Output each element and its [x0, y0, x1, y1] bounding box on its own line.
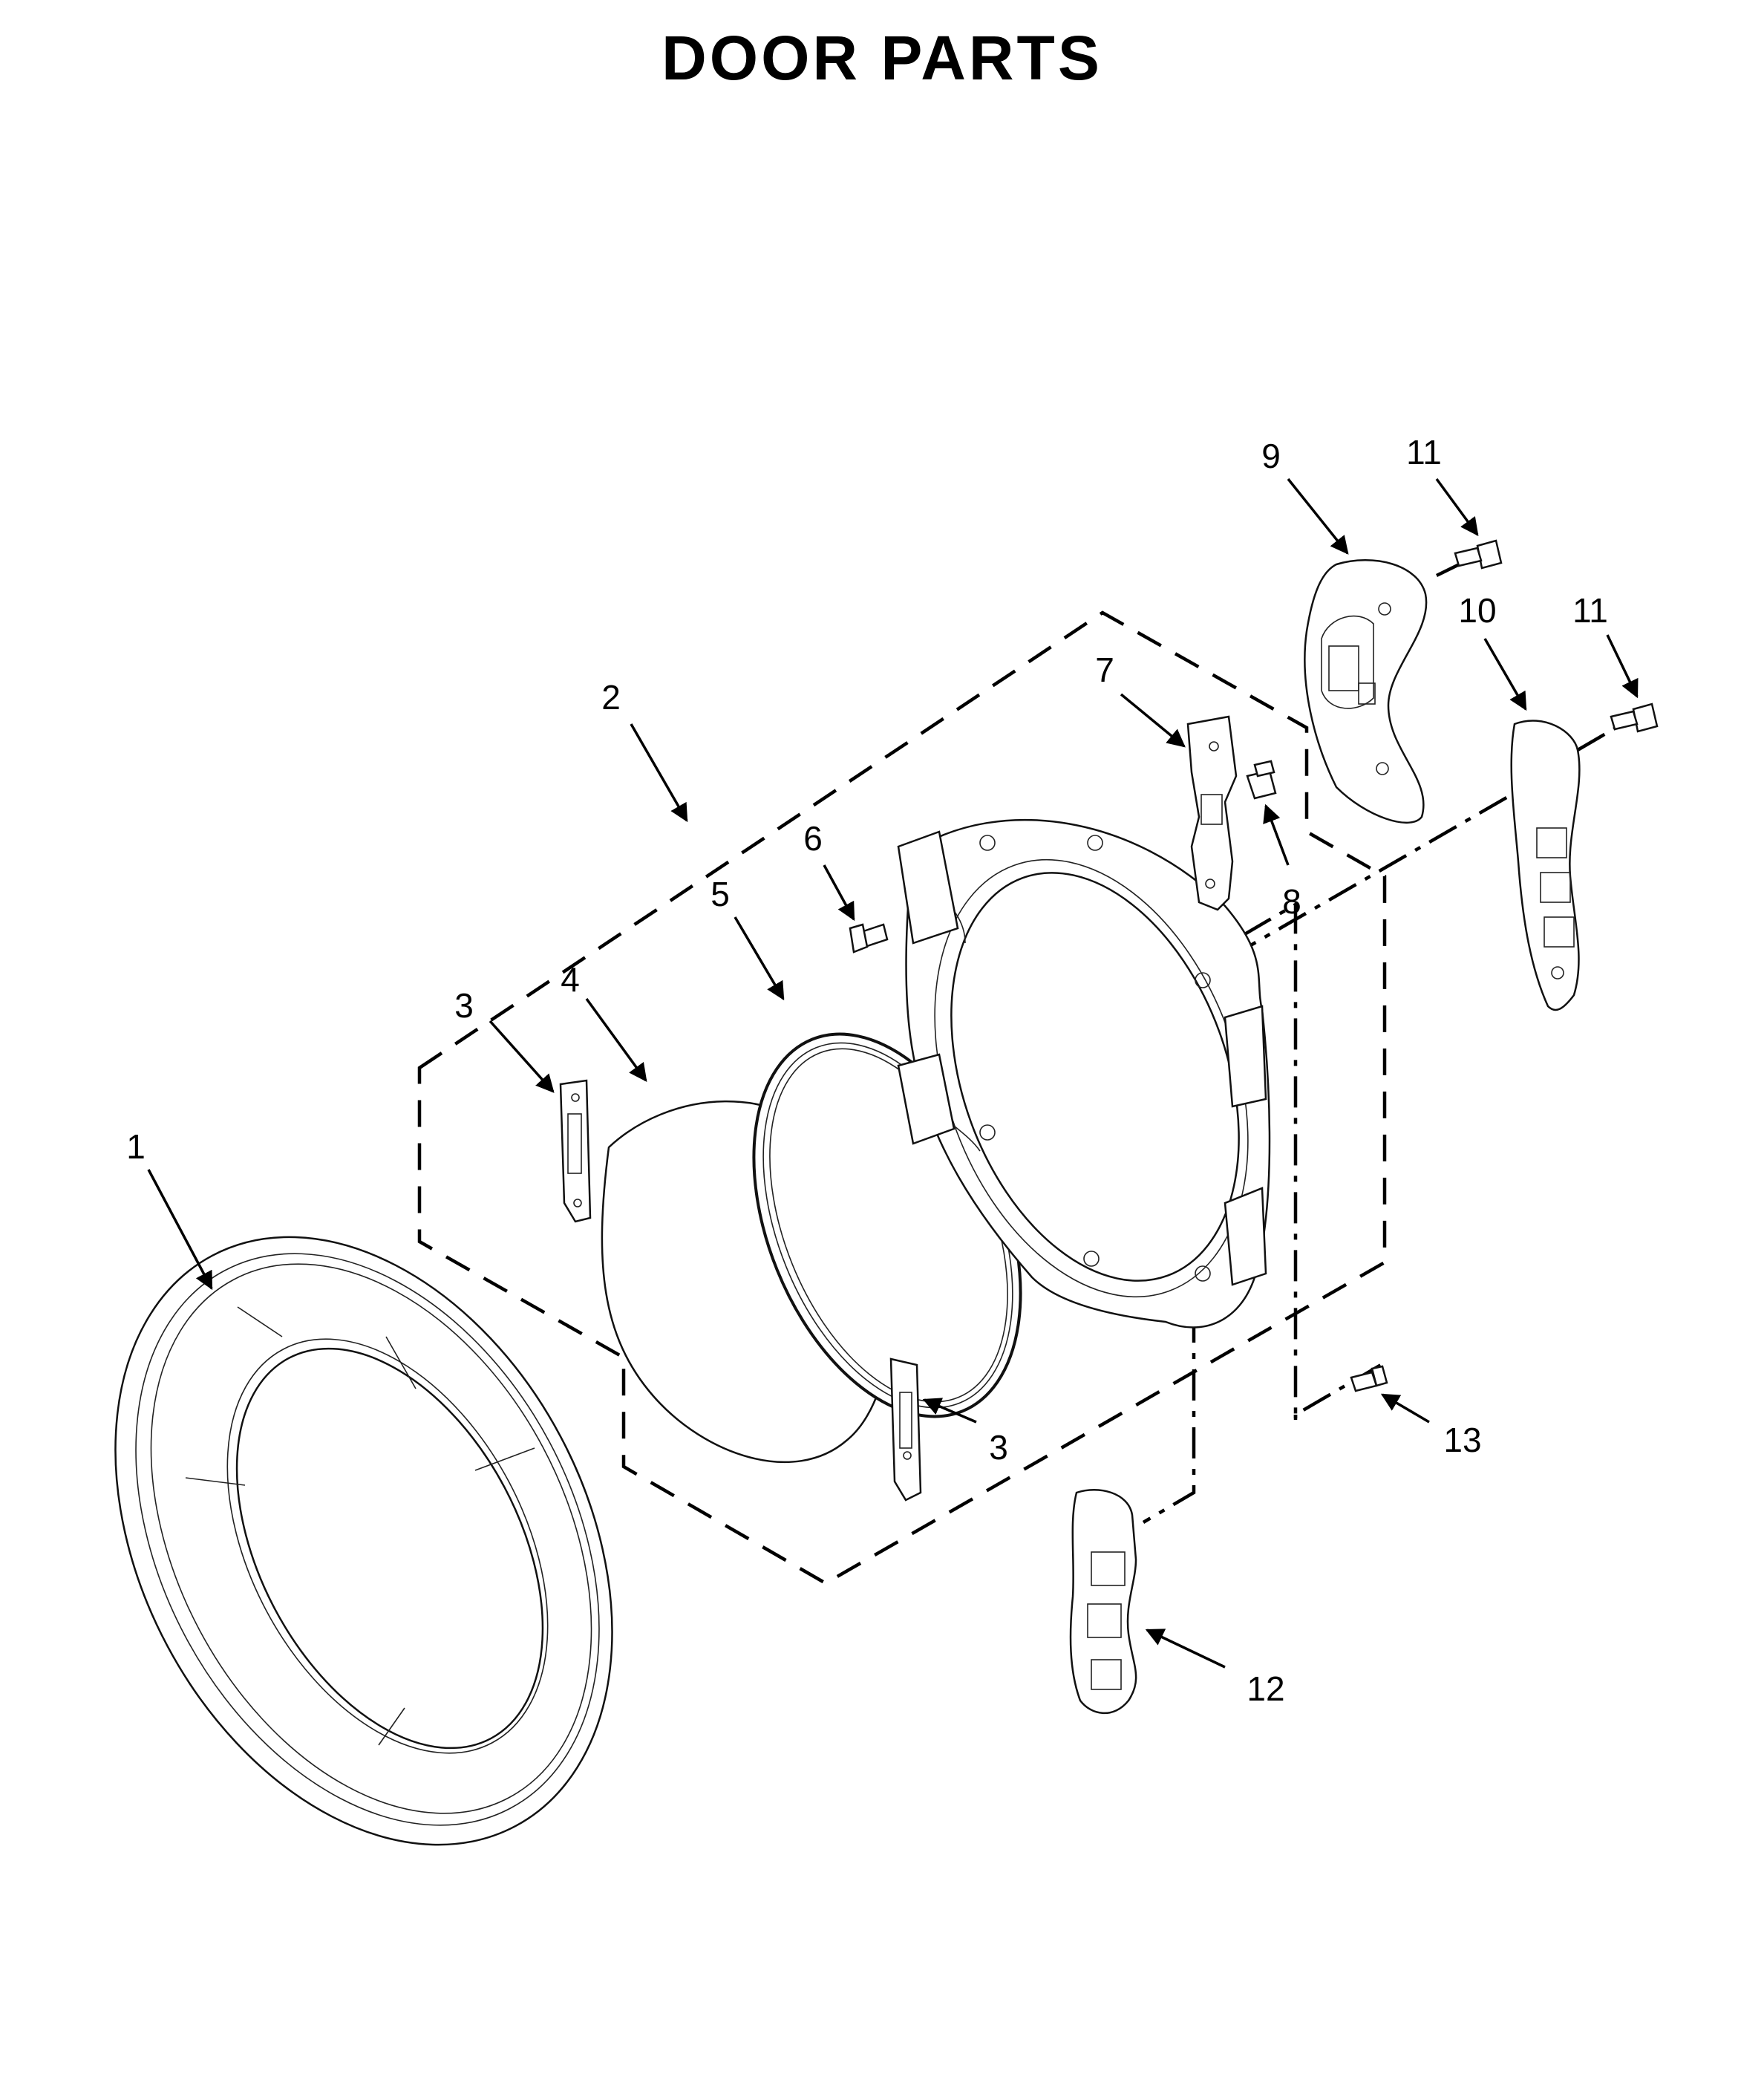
- part-3-bracket-upper: [559, 1079, 592, 1223]
- part-3-bracket-lower: [889, 1357, 922, 1502]
- callout-5: 5: [710, 875, 730, 913]
- callout-12: 12: [1247, 1669, 1284, 1708]
- leader-2: [630, 723, 688, 823]
- part-12-hinge: [1069, 1489, 1137, 1715]
- callout-7: 7: [1095, 651, 1114, 689]
- leader-7: [1120, 693, 1186, 748]
- callout-4: 4: [561, 960, 580, 999]
- part-13-screw: [1350, 1365, 1388, 1392]
- callout-3-lower: 3: [989, 1428, 1008, 1467]
- callout-8: 8: [1282, 882, 1301, 921]
- leader-3-lower: [922, 1398, 977, 1424]
- part-1-outer-door: [114, 1236, 613, 1846]
- page-title: DOOR PARTS: [662, 23, 1102, 93]
- part-2-inner-door-frame: [897, 818, 1271, 1329]
- leader-4: [585, 997, 647, 1082]
- part-8-clip: [1246, 760, 1277, 800]
- callout-3-upper: 3: [454, 986, 474, 1025]
- leader-11-upper: [1435, 477, 1479, 536]
- callout-10: 10: [1458, 591, 1496, 630]
- leader-11-lower: [1606, 634, 1639, 699]
- leader-5: [734, 916, 785, 1001]
- callout-9: 9: [1261, 437, 1281, 475]
- part-7-latch-plate: [1186, 715, 1238, 911]
- callout-13: 13: [1443, 1421, 1481, 1459]
- part-11-screw-lower: [1610, 703, 1659, 733]
- part-11-screw-upper: [1454, 539, 1503, 570]
- leader-8: [1263, 803, 1290, 866]
- leader-9: [1287, 477, 1349, 555]
- leader-10: [1483, 638, 1527, 711]
- leader-12: [1145, 1629, 1226, 1669]
- callout-11-lower: 11: [1572, 591, 1608, 630]
- leader-13: [1380, 1393, 1430, 1424]
- part-6-screw: [849, 923, 889, 954]
- part-9-handle-cover: [1304, 559, 1428, 824]
- callout-1: 1: [126, 1127, 146, 1166]
- leader-3-upper: [489, 1020, 555, 1093]
- leader-1: [147, 1169, 213, 1291]
- leader-6: [823, 864, 855, 922]
- screw-11-guide-line: [1436, 553, 1478, 578]
- part-10-hinge-cover: [1510, 720, 1581, 1011]
- callout-11-upper: 11: [1406, 433, 1442, 472]
- callout-2: 2: [601, 678, 621, 717]
- callout-6: 6: [803, 819, 823, 858]
